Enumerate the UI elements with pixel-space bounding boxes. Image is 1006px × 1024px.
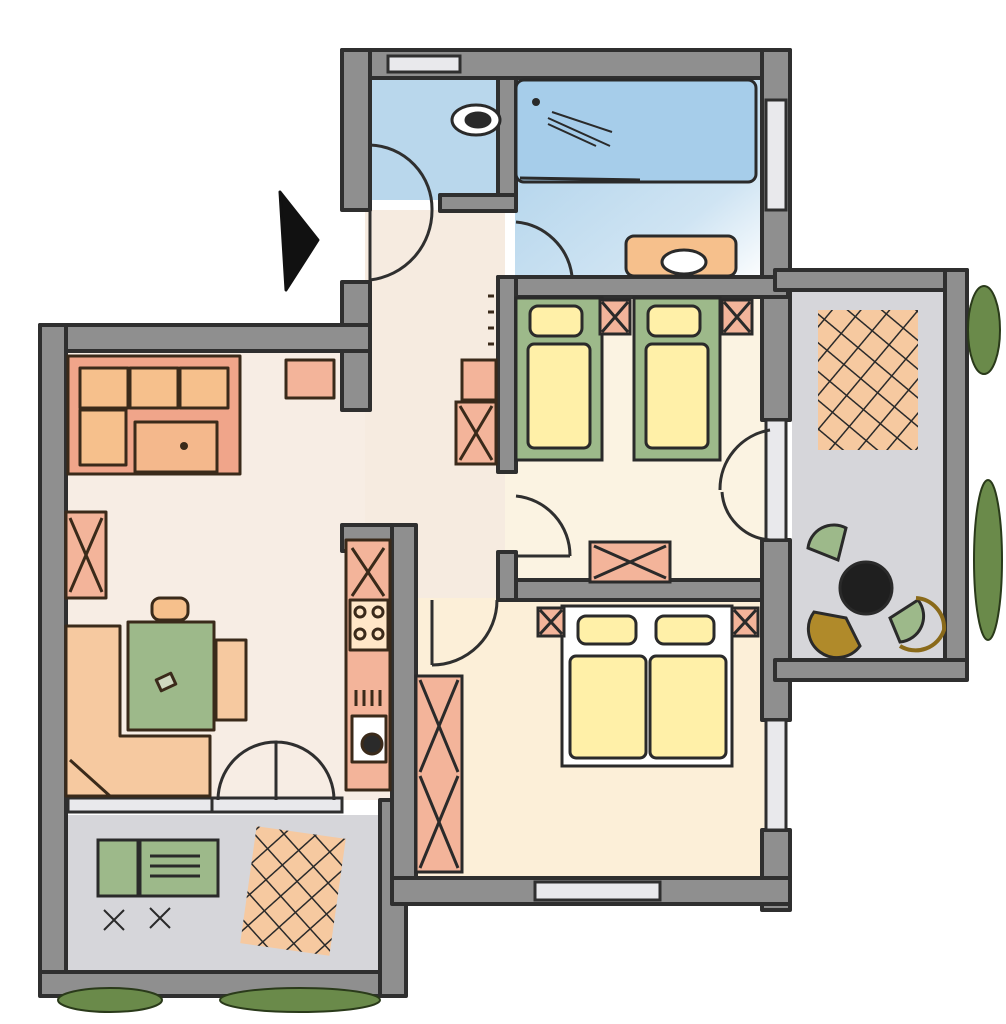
wall-kitchen-vertical [390,523,418,897]
bath-sink-basin [660,248,708,276]
bedroom-2-furniture [414,604,760,874]
hall-cabinet-upper [460,358,498,402]
dining-chair-right [214,638,248,722]
plant-right-2 [973,479,1003,641]
kitchen-cabinet-cross [350,547,386,597]
living-room-furniture [64,354,392,798]
door-entrance [368,209,434,282]
toilet-bowl [464,111,492,129]
corner-bench [64,624,212,798]
sofa-cushion-3 [178,366,230,410]
nightstand-2-cross [722,301,752,333]
bedroom-1-furniture [514,296,754,584]
door-bed1-balcony [718,428,771,542]
window-living-bottom [66,796,215,814]
stove-burner-2 [371,605,385,619]
wall-bath-inner [496,76,518,210]
wall-right-balcony-right [943,268,969,680]
nightstand-4-cross [732,608,758,636]
sofa-cushion-1 [78,366,130,410]
wall-bath-inner-h [438,193,518,213]
lounger-2 [138,838,220,898]
door-bed2 [430,599,499,667]
plants [57,285,1003,1013]
sofa-cushion-2 [128,366,180,410]
window-living-bottom-2 [210,796,344,814]
kitchen-drawer-lines [354,690,382,706]
lounger-legs [103,907,171,931]
plant-bottom-1 [57,987,163,1013]
shower-spray [547,111,613,147]
door-bath-right [515,220,574,277]
coffee-table [133,420,219,474]
balcony-right-furniture [806,310,947,660]
plant-bottom-2 [219,987,381,1013]
double-bed-pillow-1 [576,614,638,646]
balcony-rug-bottom [240,826,346,956]
door-bed1 [515,494,572,558]
bed-2-mattress [644,342,710,450]
hall-cabinet-cross [458,405,494,461]
stove-burner-1 [353,605,367,619]
entrance-arrow-icon [278,190,320,292]
wall-living-left [38,323,68,997]
stove-burner-4 [371,627,385,641]
balcony-table [838,560,894,616]
window-bed2-right [764,718,788,832]
dining-table-item [154,671,178,693]
double-bed-mattress-2 [648,654,728,760]
window-bed2-bottom [533,880,662,902]
bathtub-drain [532,98,540,106]
wardrobe [414,674,464,874]
kitchen-sink-basin [360,732,384,756]
hallway-furniture [454,294,498,466]
balcony-chair-1 [806,523,848,563]
door-bath [369,143,434,211]
balcony-rug-right [818,310,918,450]
wall-bed1-top [496,275,790,299]
wall-bed1-left-lower [496,550,518,602]
coat-hooks [488,294,494,346]
balcony-chair-3-rim [898,596,947,653]
bathroom-floor-left [365,78,505,200]
sofa-cushion-4 [78,408,128,467]
dresser-cross [593,544,667,580]
wall-living-top [38,323,372,353]
balcony-chair-2 [806,610,862,660]
double-bed-mattress-1 [568,654,648,760]
coffee-table-item [180,442,188,450]
stove-burner-3 [353,627,367,641]
balcony-chair-3 [888,598,926,644]
tv-cabinet [284,358,336,400]
bathtub [514,78,758,184]
window-bath-top [386,54,462,74]
balcony-bottom-furniture [96,826,346,956]
bed-2-pillow [646,304,702,338]
bathroom-fixtures [450,78,758,278]
dining-chair-top [150,596,190,622]
corner-bench-line [68,758,112,798]
window-bed1-right [764,418,788,542]
door-living-balcony [216,740,336,801]
plant-right-1 [967,285,1001,375]
nightstand-3-cross [538,608,564,636]
bed-1-mattress [526,342,592,450]
wall-right-balcony-bottom [773,658,969,682]
wall-right-mid [760,538,792,722]
window-bath-right [764,98,788,212]
wall-hall-left-upper [340,48,372,212]
nightstand-1-cross [600,301,630,333]
wall-right-balcony-top [773,268,969,292]
double-bed-pillow-2 [654,614,716,646]
windows [66,54,788,902]
lounger-1 [96,838,140,898]
doors [216,143,771,801]
shelf-left-cross [68,517,104,593]
wardrobe-cross [418,679,460,869]
lounger-slats [150,854,200,878]
bed-1-pillow [528,304,584,338]
wall-bed1-left [496,275,518,474]
bathtub-edge [519,176,641,182]
